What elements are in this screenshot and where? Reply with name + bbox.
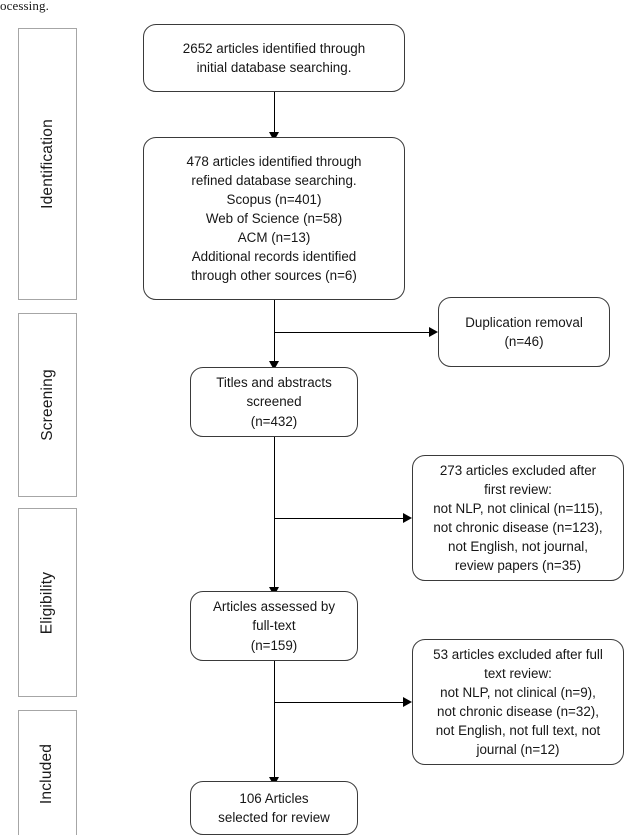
connector-initial-to-refined xyxy=(274,92,275,137)
box-line: full-text xyxy=(252,618,296,634)
box-line: text review: xyxy=(484,665,552,681)
box-line: (n=159) xyxy=(250,637,298,653)
box-line: not English, not full text, not xyxy=(435,723,601,739)
box-excluded-full-text: 53 articles excluded after full text rev… xyxy=(412,639,624,765)
box-line: not chronic disease (n=32), xyxy=(437,704,599,719)
box-line: Duplication removal xyxy=(465,314,583,330)
stage-label-screening: Screening xyxy=(38,369,56,441)
box-line: not English, not journal, xyxy=(448,539,588,555)
box-line: 478 articles identified through xyxy=(186,153,362,169)
box-line: Titles and abstracts xyxy=(216,375,332,391)
arrowhead-screened-to-excluded-first xyxy=(403,512,412,523)
box-line: Additional records identified xyxy=(191,249,357,265)
box-line: initial database searching. xyxy=(196,60,352,75)
connector-screened-to-excluded-first xyxy=(274,518,405,519)
box-line: Scopus (n=401) xyxy=(226,191,322,207)
box-line: first review: xyxy=(484,481,552,497)
box-line: 273 articles excluded after xyxy=(439,462,597,478)
box-refined-search: 478 articles identified through refined … xyxy=(143,137,405,300)
box-line: selected for review xyxy=(218,810,330,825)
box-line: 53 articles excluded after full xyxy=(433,646,603,662)
stage-label-included: Included xyxy=(38,743,56,805)
arrowhead-refined-to-screened xyxy=(268,361,279,370)
stage-box-screening: Screening xyxy=(18,313,77,497)
box-line: 106 Articles xyxy=(239,790,309,806)
arrowhead-initial-to-refined xyxy=(268,132,279,141)
connector-fulltext-to-selected xyxy=(274,661,275,783)
box-initial-search: 2652 articles identified through initial… xyxy=(143,24,405,92)
connector-fulltext-to-excluded-full xyxy=(274,702,405,703)
stage-label-eligibility: Eligibility xyxy=(38,571,56,634)
box-line: journal (n=12) xyxy=(476,742,560,758)
connector-refined-to-screened xyxy=(274,300,275,367)
box-line: review papers (n=35) xyxy=(454,558,582,574)
box-line: ACM (n=13) xyxy=(237,230,311,246)
box-line: not chronic disease (n=123), xyxy=(433,520,603,535)
box-line: (n=432) xyxy=(250,413,298,429)
box-line: (n=46) xyxy=(504,334,544,349)
stage-box-eligibility: Eligibility xyxy=(18,508,77,697)
connector-screened-to-fulltext xyxy=(274,437,275,593)
box-line: not NLP, not clinical (n=9), xyxy=(440,684,596,700)
arrowhead-fulltext-to-excluded-full xyxy=(403,696,412,707)
box-titles-abstracts-screened: Titles and abstracts screened (n=432) xyxy=(190,367,358,437)
box-line: through other sources (n=6) xyxy=(191,268,357,284)
box-line: Articles assessed by xyxy=(212,599,336,615)
box-line: screened xyxy=(246,394,302,410)
stage-box-identification: Identification xyxy=(18,28,77,300)
box-line: Web of Science (n=58) xyxy=(205,210,343,226)
box-line: refined database searching. xyxy=(191,172,357,188)
page-text-fragment: ocessing. xyxy=(0,0,49,13)
box-duplication-removal: Duplication removal (n=46) xyxy=(438,297,610,367)
arrowhead-refined-to-duplication xyxy=(429,326,438,337)
box-full-text-assessed: Articles assessed by full-text (n=159) xyxy=(190,591,358,661)
box-line: 2652 articles identified through xyxy=(182,40,366,56)
box-selected-for-review: 106 Articles selected for review xyxy=(190,781,358,835)
connector-refined-to-duplication xyxy=(274,332,431,333)
stage-box-included: Included xyxy=(18,710,77,835)
box-line: not NLP, not clinical (n=115), xyxy=(433,500,603,516)
stage-label-identification: Identification xyxy=(38,119,56,209)
box-excluded-first-review: 273 articles excluded after first review… xyxy=(412,455,624,581)
